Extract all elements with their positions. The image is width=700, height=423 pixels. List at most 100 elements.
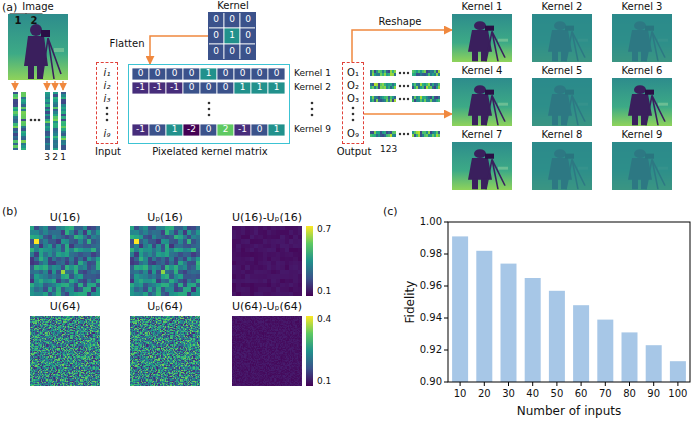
matrix-cell [217,82,234,94]
tick [629,382,630,386]
output-strip [412,70,440,76]
matrix-cell [166,82,183,94]
dot [208,102,211,105]
matrix-cell [149,82,166,94]
matrix-cells [132,12,285,136]
matrix-cell [200,68,217,80]
matrix-cell [251,124,268,136]
text-label: 40 [526,389,539,400]
tick [677,382,678,386]
matrix-value: 0 [245,15,251,24]
node-label: Kernel 7 [462,130,503,141]
matrix-value: 0 [189,83,195,92]
cameraman [612,78,672,126]
heatmap [232,226,302,296]
flattened-column [53,92,58,150]
matrix-cell [234,68,251,80]
node-label: Output [337,147,372,158]
text-label: U(16) [50,212,81,224]
axes-frame [448,222,690,382]
dot [352,107,355,110]
tick [556,382,557,386]
matrix-cell [166,124,183,136]
output-strip [370,83,396,89]
matrix-value: -1 [170,83,179,92]
matrix-value: 0 [155,69,161,78]
edge-map [612,14,672,62]
matrix-cell [268,124,285,136]
kernel-cell [240,44,256,60]
matrix-cell [234,124,251,136]
matrix-value: 0 [223,83,229,92]
text-label: 30 [502,389,515,400]
edge-map [532,14,592,62]
text-label: O₁ [347,68,359,79]
text-label: 1 [15,16,22,27]
bar [549,291,565,382]
text-label: Kernel 9 [294,125,331,134]
node-label: Kernel 9 [622,130,663,141]
image-panel: Kernel 9 [612,142,672,190]
dot [352,119,355,122]
image-panel: Kernel 6 [612,78,672,126]
text-label: (a) [2,2,17,14]
image-panel: Kernel 4 [452,78,512,126]
kernel-cell [224,44,240,60]
kernel-cell [240,12,256,28]
dot [403,72,405,74]
matrix-value: 0 [229,15,235,24]
kernel-cell [224,12,240,28]
text-label: 80 [623,389,636,400]
dot [399,133,401,135]
matrix-value: -1 [136,83,145,92]
matrix-cell [132,68,149,80]
matrix-value: 0 [257,69,263,78]
connector [352,30,452,62]
text-label: 123 [380,145,397,154]
matrix-value: -1 [136,125,145,134]
dot [407,72,409,74]
edge-label: Reshape [377,17,424,28]
dot [208,114,211,117]
picture [612,142,672,190]
picture [452,142,512,190]
matrix-value: 0 [245,31,251,40]
bar [452,236,468,382]
matrix-value: -1 [238,125,247,134]
cameraman [8,14,68,80]
matrix-value: 0 [189,69,195,78]
cameraman [532,78,592,126]
output-strip [370,131,396,137]
cameraman [452,14,512,62]
text-label: 0.94 [420,313,442,324]
flattened-column [45,92,50,150]
picture [532,78,592,126]
picture [612,78,672,126]
heatmap [30,316,100,386]
dot [311,114,314,117]
tick [444,286,448,287]
dot [407,133,409,135]
text-label: 0.4 [317,315,331,324]
matrix-value: 0 [223,69,229,78]
text-label: 0.1 [317,287,331,296]
matrix-cell [149,124,166,136]
matrix-value: 0 [213,47,219,56]
tick [581,382,582,386]
picture [612,14,672,62]
image-panel: Kernel 2 [532,14,592,62]
text-label: 20 [478,389,491,400]
text-label: 60 [575,389,588,400]
picture [532,14,592,62]
matrix-cell [234,82,251,94]
connector [150,36,208,64]
dot [407,98,409,100]
text-label: 0.92 [420,345,442,356]
dot [208,108,211,111]
matrix-value: 0 [213,15,219,24]
text-label: 100 [668,389,687,400]
node-label: Kernel 2 [542,2,583,13]
text-label: U(64) [50,301,81,313]
